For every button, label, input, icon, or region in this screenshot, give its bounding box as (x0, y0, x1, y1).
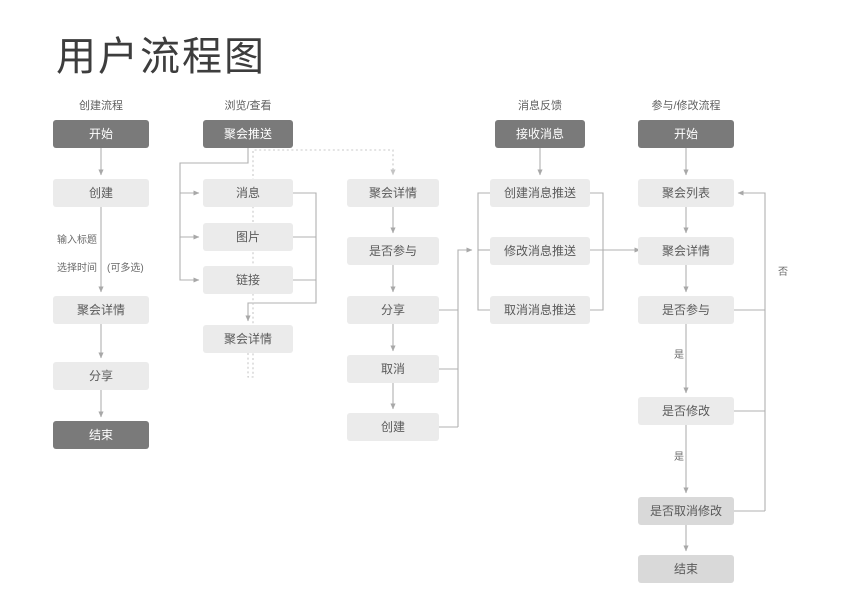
edge-c2-branch-img (179, 193, 200, 240)
edge-label-yes-modify: 是 (674, 350, 684, 361)
node-share-c1[interactable]: 分享 (53, 362, 149, 390)
node-message[interactable]: 消息 (203, 179, 293, 207)
node-cancel-c3[interactable]: 取消 (347, 355, 439, 383)
node-modify-message-push[interactable]: 修改消息推送 (490, 237, 590, 265)
column-header-join: 参与/修改流程 (651, 100, 721, 112)
node-whether-modify[interactable]: 是否修改 (638, 397, 734, 425)
node-create[interactable]: 创建 (53, 179, 149, 207)
node-link[interactable]: 链接 (203, 266, 293, 294)
edge-label-yes-cancel-modify: 是 (674, 452, 684, 463)
edge-c3-bus-vertical (457, 247, 473, 427)
page-title: 用户流程图 (56, 35, 266, 79)
node-share-c3[interactable]: 分享 (347, 296, 439, 324)
node-gathering-detail-c1[interactable]: 聚会详情 (53, 296, 149, 324)
node-end-create-flow[interactable]: 结束 (53, 421, 149, 449)
edge-c2-branch-link (179, 237, 200, 283)
node-receive-message[interactable]: 接收消息 (495, 120, 585, 148)
node-image[interactable]: 图片 (203, 223, 293, 251)
column-header-create: 创建流程 (79, 100, 123, 112)
column-header-browse: 浏览/查看 (224, 100, 272, 112)
node-start-join-flow[interactable]: 开始 (638, 120, 734, 148)
node-create-c3[interactable]: 创建 (347, 413, 439, 441)
node-whether-join-c5[interactable]: 是否参与 (638, 296, 734, 324)
column-header-message: 消息反馈 (518, 100, 562, 112)
edge-c4-right-bracket (590, 192, 604, 311)
node-gathering-list[interactable]: 聚会列表 (638, 179, 734, 207)
node-start-create-flow[interactable]: 开始 (53, 120, 149, 148)
node-gathering-detail-c3[interactable]: 聚会详情 (347, 179, 439, 207)
node-gathering-detail-c2[interactable]: 聚会详情 (203, 325, 293, 353)
node-cancel-message-push[interactable]: 取消消息推送 (490, 296, 590, 324)
edge-c4-left-bracket (477, 192, 490, 311)
edge-label-pick-time: 选择时间 (57, 263, 97, 274)
edge-label-input-title: 输入标题 (57, 235, 97, 246)
edge-label-no: 否 (778, 267, 788, 278)
node-gathering-detail-c5[interactable]: 聚会详情 (638, 237, 734, 265)
node-whether-cancel-modify[interactable]: 是否取消修改 (638, 497, 734, 525)
edge-c5-loop-to-list (737, 190, 766, 511)
edge-c2-merge-msg (245, 192, 317, 322)
node-gathering-push[interactable]: 聚会推送 (203, 120, 293, 148)
node-whether-join-c3[interactable]: 是否参与 (347, 237, 439, 265)
node-end-join-flow[interactable]: 结束 (638, 555, 734, 583)
edge-label-multi-select: (可多选) (107, 263, 144, 274)
node-create-message-push[interactable]: 创建消息推送 (490, 179, 590, 207)
